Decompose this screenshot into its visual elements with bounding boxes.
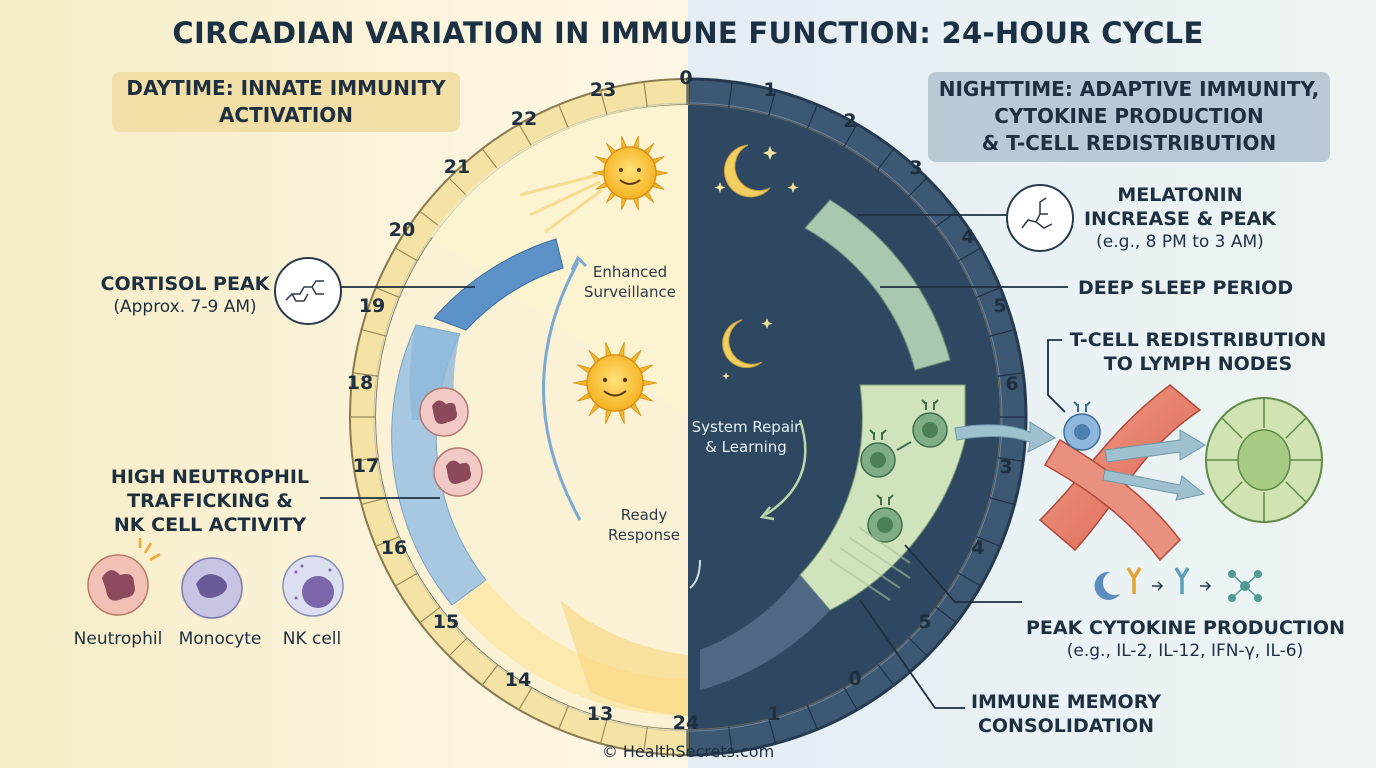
hour-label: 5 xyxy=(918,611,932,633)
sun-icon xyxy=(572,341,658,425)
annotation-line: CONSOLIDATION xyxy=(977,715,1155,737)
hour-label: 18 xyxy=(346,372,374,394)
nighttime-panel-line: NIGHTTIME: ADAPTIVE IMMUNITY, xyxy=(938,77,1320,101)
monocyte-icon xyxy=(181,557,243,619)
nighttime-panel-line: CYTOKINE PRODUCTION xyxy=(994,104,1264,128)
nighttime-panel-line: & T-CELL REDISTRIBUTION xyxy=(981,131,1277,155)
annotation-detail: (e.g., IL-2, IL-12, IFN-γ, IL-6) xyxy=(1066,641,1304,661)
hour-label: 15 xyxy=(432,611,460,633)
hour-label: 21 xyxy=(443,156,471,178)
inner-label-line: Surveillance xyxy=(584,283,676,301)
hour-label: 23 xyxy=(589,79,617,101)
hour-label: 6 xyxy=(1005,373,1019,395)
annotation-line: HIGH NEUTROPHIL xyxy=(110,466,310,488)
annotation-line: IMMUNE MEMORY xyxy=(970,691,1162,713)
neutrophil-cell-icon xyxy=(419,387,469,437)
hour-label: 2 xyxy=(843,110,857,132)
cortisol-title: CORTISOL PEAK xyxy=(100,273,270,295)
inner-label-line: & Learning xyxy=(705,438,787,456)
callout-lines xyxy=(320,214,1068,709)
annotation-line: TO LYMPH NODES xyxy=(1103,353,1293,375)
hour-label: 13 xyxy=(586,703,614,725)
cortisol-detail: (Approx. 7-9 AM) xyxy=(113,297,257,317)
immune-memory-annotation: IMMUNE MEMORY CONSOLIDATION xyxy=(966,690,1166,738)
t-cell-redistribution-annotation: T-CELL REDISTRIBUTION TO LYMPH NODES xyxy=(1066,328,1330,376)
inner-label-line: Ready xyxy=(620,506,668,524)
moon-icon xyxy=(722,319,763,369)
hour-label: 3 xyxy=(909,157,923,179)
nk-cell-icon xyxy=(282,555,344,617)
neutrophil-activity-annotation: HIGH NEUTROPHIL TRAFFICKING & NK CELL AC… xyxy=(92,465,328,537)
monocyte-label: Monocyte xyxy=(178,629,262,649)
inner-label-line: System Repair xyxy=(691,418,801,436)
hour-label: 14 xyxy=(504,669,532,691)
daytime-panel-line: DAYTIME: INNATE IMMUNITY xyxy=(126,76,446,100)
nighttime-panel: NIGHTTIME: ADAPTIVE IMMUNITY, CYTOKINE P… xyxy=(928,72,1330,162)
daytime-panel: DAYTIME: INNATE IMMUNITY ACTIVATION xyxy=(112,72,460,132)
inner-label-line: Enhanced xyxy=(592,263,668,281)
hour-label: 1 xyxy=(763,79,777,101)
neutrophil-label: Neutrophil xyxy=(73,629,163,649)
hour-label: 0 xyxy=(848,668,862,690)
hour-label: 0 xyxy=(679,67,693,89)
hour-label: 20 xyxy=(388,219,416,241)
cytokine-pathway-icon xyxy=(1094,567,1262,602)
ready-response-label: Ready Response xyxy=(584,505,704,545)
night-cycle-arrow xyxy=(764,419,807,517)
annotation-detail: (e.g., 8 PM to 3 AM) xyxy=(1096,232,1264,252)
lymph-node-icon xyxy=(1205,397,1323,523)
annotation-line: INCREASE & PEAK xyxy=(1083,208,1277,230)
hour-label: 1 xyxy=(767,703,781,725)
hour-label: 24 xyxy=(672,712,700,734)
hour-label: 19 xyxy=(358,295,386,317)
hour-label: 22 xyxy=(510,108,538,130)
hour-label: 17 xyxy=(352,455,380,477)
star-icons xyxy=(714,146,799,380)
annotation-line: NK CELL ACTIVITY xyxy=(113,514,307,536)
nk-cell-label: NK cell xyxy=(282,629,342,649)
t-cell-migration-icon xyxy=(1063,401,1101,451)
t-cell-icons xyxy=(860,399,948,543)
migration-arrows xyxy=(954,421,1206,501)
hour-label: 4 xyxy=(971,537,985,559)
neutrophil-icon xyxy=(87,538,161,616)
hour-label: 16 xyxy=(380,537,408,559)
moon-icon xyxy=(723,144,771,198)
melatonin-annotation: MELATONIN INCREASE & PEAK (e.g., 8 PM to… xyxy=(1080,183,1280,253)
cortisol-molecule-icon xyxy=(274,257,342,325)
cortisol-peak-annotation: CORTISOL PEAK (Approx. 7-9 AM) xyxy=(100,272,270,318)
peak-cytokine-annotation: PEAK CYTOKINE PRODUCTION (e.g., IL-2, IL… xyxy=(1026,616,1345,662)
daytime-bands xyxy=(391,238,688,717)
annotation-line: PEAK CYTOKINE PRODUCTION xyxy=(1026,617,1345,639)
hour-label: 3 xyxy=(999,456,1013,478)
enhanced-surveillance-label: Enhanced Surveillance xyxy=(570,262,690,302)
daytime-panel-line: ACTIVATION xyxy=(218,103,354,127)
hour-label: 4 xyxy=(961,226,975,248)
day-cycle-arrow xyxy=(542,261,582,521)
page-title: CIRCADIAN VARIATION IN IMMUNE FUNCTION: … xyxy=(172,16,1204,50)
deep-sleep-label: DEEP SLEEP PERIOD xyxy=(1078,277,1294,299)
annotation-line: T-CELL REDISTRIBUTION xyxy=(1069,329,1327,351)
inner-label-line: Response xyxy=(607,526,681,544)
ring-ticks xyxy=(350,79,1026,755)
annotation-line: MELATONIN xyxy=(1117,184,1243,206)
copyright-notice: © HealthSecrets.com xyxy=(601,742,775,761)
annotation-line: TRAFFICKING & xyxy=(127,490,293,512)
neutrophil-cell-icon xyxy=(433,447,483,497)
melatonin-molecule-icon xyxy=(1006,184,1074,252)
hour-label: 5 xyxy=(993,295,1007,317)
system-repair-label: System Repair & Learning xyxy=(686,417,806,457)
sun-icon xyxy=(591,135,669,211)
